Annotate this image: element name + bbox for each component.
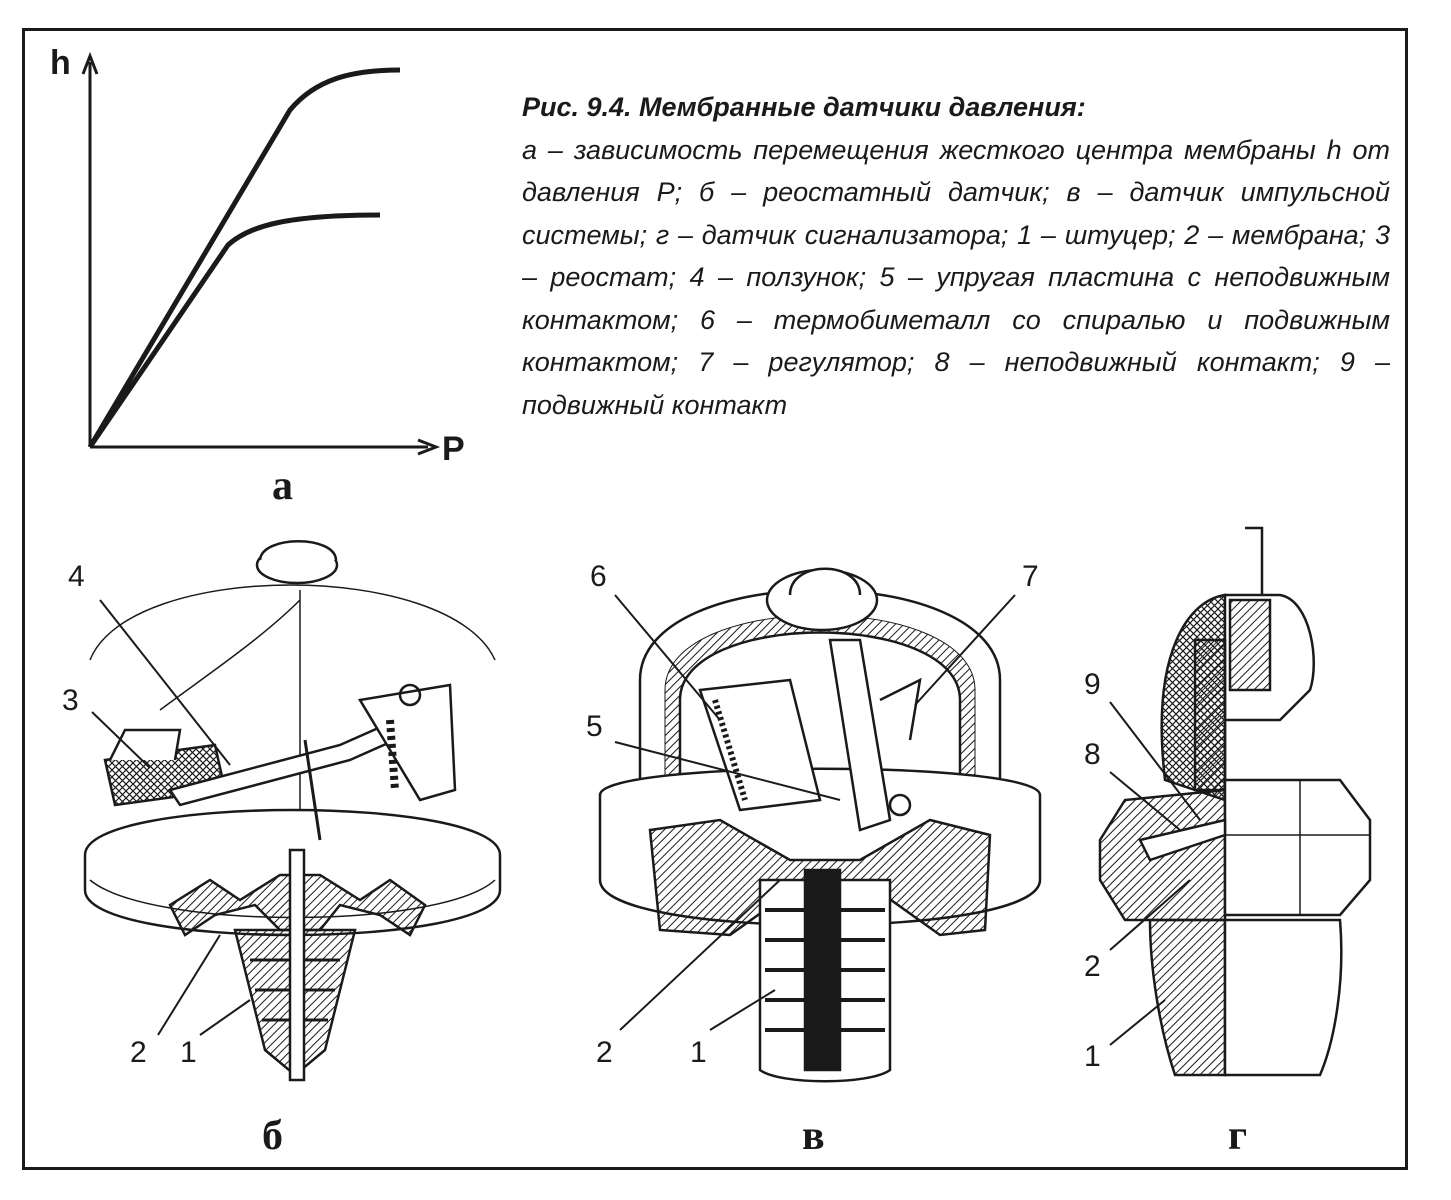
callout-b-4: 4: [68, 560, 85, 593]
y-axis-arrow: [81, 51, 99, 75]
caption-title: Рис. 9.4. Мембранные датчики давления:: [522, 92, 1086, 122]
callout-g-1: 1: [1084, 1040, 1101, 1073]
figure-frame: [22, 28, 1408, 1170]
sensor-g-drawing: [1098, 526, 1372, 1077]
leaders-g: [1109, 701, 1201, 1046]
curve-lower: [87, 212, 381, 449]
leaders-b: [91, 599, 251, 1036]
callout-v-7: 7: [1022, 560, 1039, 593]
figure-caption: Рис. 9.4. Мембранные датчики давления: а…: [522, 86, 1390, 426]
caption-body: а – зависимость перемещения жесткого цен…: [522, 134, 1390, 420]
callout-g-2: 2: [1084, 950, 1101, 983]
callout-v-5: 5: [586, 710, 603, 743]
callout-v-2: 2: [596, 1036, 613, 1069]
leaders-v: [614, 594, 1016, 1031]
callout-v-1: 1: [690, 1036, 707, 1069]
curve-upper: [87, 67, 401, 449]
callout-b-1: 1: [180, 1036, 197, 1069]
x-axis-arrow: [417, 438, 441, 456]
panel-label-g: г: [1228, 1113, 1248, 1159]
callout-b-3: 3: [62, 684, 79, 717]
callout-g-8: 8: [1084, 738, 1101, 771]
callout-b-2: 2: [130, 1036, 147, 1069]
graph-a: [81, 51, 441, 456]
sensor-v-drawing: [598, 567, 1042, 1083]
callout-v-6: 6: [590, 560, 607, 593]
panel-label-a: а: [272, 463, 293, 509]
x-axis-label: P: [442, 430, 465, 468]
sensor-b-drawing: [83, 540, 502, 1082]
panel-label-b: б: [262, 1113, 283, 1159]
callout-g-9: 9: [1084, 668, 1101, 701]
y-axis-label: h: [50, 44, 71, 82]
panel-label-v: в: [802, 1113, 825, 1159]
